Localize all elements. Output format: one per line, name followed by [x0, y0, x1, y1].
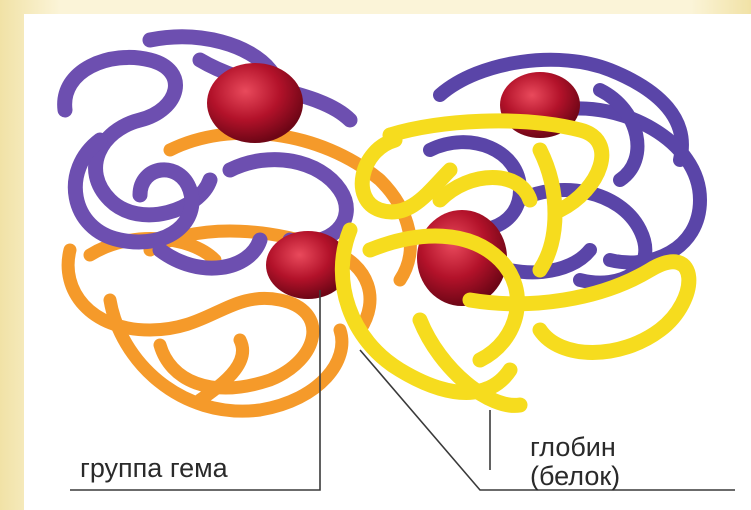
- label-globin-line2: (белок): [530, 462, 620, 491]
- heme-top-left: [207, 63, 303, 143]
- label-globin: глобин (белок): [530, 433, 620, 491]
- label-globin-line1: глобин: [530, 433, 620, 462]
- label-heme-group: группа гема: [80, 454, 228, 483]
